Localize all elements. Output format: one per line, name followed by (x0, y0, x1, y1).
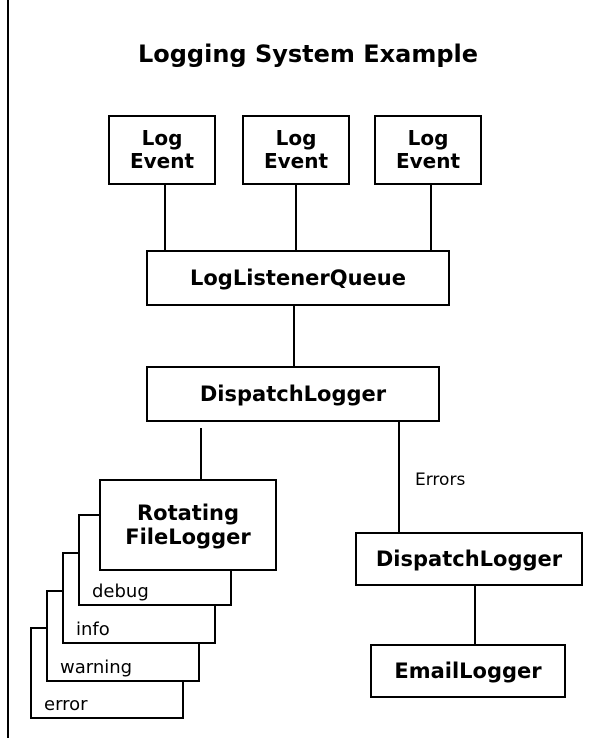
log-event-2-line1: Log (275, 126, 317, 150)
connector-dispatcher-rotating (200, 428, 202, 480)
dispatch-logger-errors-label: DispatchLogger (375, 547, 563, 571)
level-label-info: info (76, 619, 110, 640)
diagram-title: Logging System Example (137, 40, 479, 68)
log-event-box-1: Log Event (108, 115, 216, 185)
errors-edge-label: Errors (415, 470, 466, 490)
rotating-file-logger-line2: FileLogger (125, 525, 251, 549)
log-event-3-line2: Event (395, 149, 461, 173)
log-listener-queue-box: LogListenerQueue (146, 250, 450, 306)
dispatch-logger-box: DispatchLogger (146, 366, 440, 422)
level-label-warning: warning (60, 657, 133, 678)
dispatch-logger-errors-box: DispatchLogger (355, 532, 583, 586)
connector-event3-queue (430, 185, 432, 250)
rotating-file-logger-line1: Rotating (136, 500, 240, 525)
connector-queue-dispatcher (293, 306, 295, 366)
connector-dispatcher-errors (398, 422, 400, 532)
log-event-box-2: Log Event (242, 115, 350, 185)
connector-event1-queue (164, 185, 166, 250)
log-event-box-3: Log Event (374, 115, 482, 185)
log-event-2-line2: Event (263, 149, 329, 173)
email-logger-label: EmailLogger (394, 659, 542, 683)
left-border-rule (7, 0, 9, 738)
log-event-3-line1: Log (407, 126, 449, 150)
log-event-1-line2: Event (129, 149, 195, 173)
log-event-1-line1: Log (141, 126, 183, 150)
level-label-error: error (44, 694, 88, 715)
connector-dispatcher2-email (474, 586, 476, 644)
connector-event2-queue (295, 185, 297, 250)
log-listener-queue-label: LogListenerQueue (190, 266, 406, 290)
level-label-debug: debug (92, 581, 149, 602)
rotating-file-logger-box: Rotating FileLogger (99, 479, 277, 571)
dispatch-logger-label: DispatchLogger (199, 382, 387, 406)
email-logger-box: EmailLogger (370, 644, 566, 698)
